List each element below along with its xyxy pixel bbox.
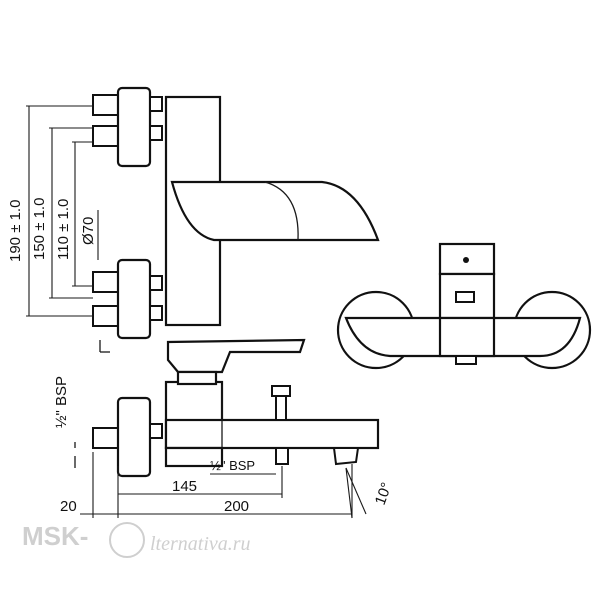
side-nut: [149, 423, 163, 439]
side-rosette: [116, 396, 152, 478]
front-outlet: [455, 355, 477, 365]
upper-rosette: [116, 86, 152, 168]
watermark-logo-icon: [109, 522, 145, 558]
side-body-lower: [164, 446, 224, 468]
side-cartridge: [176, 370, 218, 386]
side-view: ½" BSP ½" BSP 145 200 20 10°: [53, 338, 396, 519]
lower-inlet-stub-2: [92, 305, 119, 327]
front-view: [336, 242, 592, 370]
side-inlet-stub: [92, 427, 119, 449]
top-view: 190 ± 1.0 150 ± 1.0 110 ± 1.0 Ø70: [7, 86, 380, 353]
watermark: MSK- lternativa.ru: [22, 521, 251, 558]
side-lever: [166, 338, 306, 374]
bsp-label-hose: ½" BSP: [210, 458, 255, 473]
front-lever-dot: [463, 257, 469, 263]
watermark-brand: MSK-: [22, 521, 88, 551]
diverter-stem: [275, 395, 287, 421]
spout-outlet: [332, 447, 360, 466]
dim-label-110: 110 ± 1.0: [55, 199, 72, 260]
front-knob: [455, 291, 475, 303]
spout-top: [170, 180, 380, 242]
lower-nut: [149, 275, 163, 291]
dim-label-145: 145: [172, 478, 197, 495]
angle-line-2: [345, 467, 367, 515]
hose-outlet: [275, 447, 289, 465]
diverter-knob: [271, 385, 291, 397]
dim-label-190: 190 ± 1.0: [7, 200, 24, 262]
angle-label: 10°: [372, 480, 396, 507]
spout-curve: [264, 181, 299, 241]
upper-inlet-stub: [92, 94, 119, 116]
dim-label-diameter: Ø70: [80, 217, 97, 245]
lower-nut-2: [149, 305, 163, 321]
dim-label-150: 150 ± 1.0: [31, 198, 48, 260]
angle-line-1: [345, 467, 353, 519]
bsp-label-vertical: ½" BSP: [53, 376, 70, 428]
upper-inlet-stub-lower: [92, 125, 119, 147]
side-body-spout: [164, 418, 380, 450]
front-center-block: [438, 316, 496, 358]
dim-label-20: 20: [60, 498, 77, 515]
lower-inlet-stub: [92, 271, 119, 293]
dim-label-200: 200: [224, 498, 249, 515]
upper-nut: [149, 96, 163, 112]
watermark-domain: lternativa.ru: [150, 533, 251, 555]
lower-rosette: [116, 258, 152, 340]
upper-nut-2: [149, 125, 163, 141]
